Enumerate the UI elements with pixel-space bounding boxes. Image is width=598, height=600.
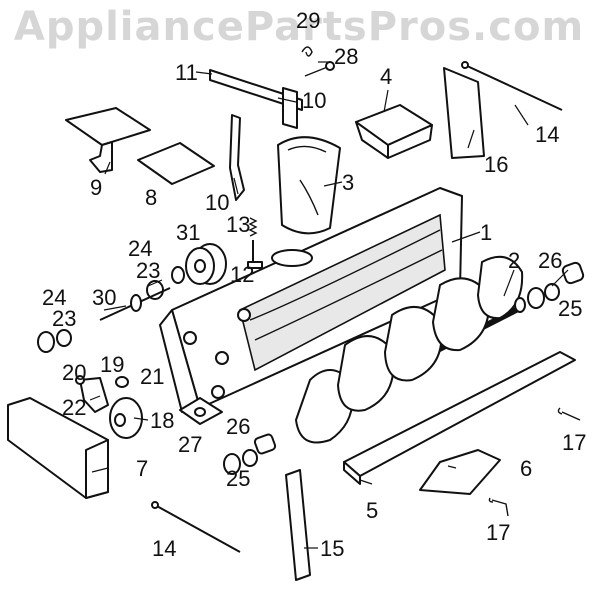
callout-20: 20: [62, 360, 86, 385]
callout-5: 5: [366, 498, 378, 523]
part-28-bolt: [304, 61, 335, 77]
callout-4: 4: [380, 64, 392, 89]
callout-19: 19: [100, 352, 124, 377]
part-24-washer-right: [171, 266, 185, 284]
callout-26-right: 26: [538, 248, 562, 273]
part-30-shaft: [99, 287, 171, 321]
callout-30: 30: [92, 285, 116, 310]
part-27-bearing-block: [179, 397, 223, 425]
part-26-flange-right: [561, 261, 585, 285]
part-7-belt-guard: [7, 397, 109, 499]
callout-14-top: 14: [535, 122, 559, 147]
part-25-bearing-right: [527, 283, 560, 309]
callout-2: 2: [508, 248, 520, 273]
part-3-discharge-chute: [277, 136, 341, 235]
part-5-scraper-bar: [343, 351, 576, 485]
callout-27: 27: [178, 432, 202, 457]
callout-29: 29: [296, 8, 320, 33]
part-4-cover: [355, 104, 433, 159]
part-23-bearing-left: [56, 329, 72, 347]
watermark: AppliancePartsPros.com: [13, 4, 585, 50]
callout-1: 1: [480, 220, 492, 245]
part-24-washer-left: [37, 331, 55, 353]
callout-6: 6: [520, 456, 532, 481]
part-22-bracket: [79, 377, 109, 413]
part-13-spring: [248, 217, 258, 237]
part-9-bracket: [65, 107, 151, 173]
part-17-pin-bottom: [488, 497, 509, 517]
part-21-nut: [115, 376, 129, 388]
callout-26-left: 26: [226, 414, 250, 439]
callout-24-left: 24: [42, 285, 66, 310]
callout-17-right: 17: [562, 430, 586, 455]
callout-14-bottom: 14: [152, 536, 176, 561]
callout-16: 16: [484, 152, 508, 177]
part-31-pulley: [185, 243, 227, 285]
callout-13: 13: [226, 212, 250, 237]
part-2-auger: [295, 255, 526, 444]
callout-9: 9: [90, 175, 102, 200]
part-14-rod-bottom: [151, 501, 241, 553]
part-11-brace-bar: [209, 69, 303, 129]
part-17-pin-right: [557, 407, 581, 421]
callout-22: 22: [62, 395, 86, 420]
callout-7: 7: [136, 456, 148, 481]
part-14-rod-top: [461, 61, 563, 111]
part-10-side-bar: [229, 114, 245, 201]
callout-10-left: 10: [205, 190, 229, 215]
leader-lines: [89, 61, 569, 549]
part-8-plate: [137, 142, 215, 185]
callout-10-top: 10: [302, 88, 326, 113]
part-16-side-panel: [443, 67, 485, 159]
callout-12: 12: [230, 262, 254, 287]
callout-31: 31: [176, 220, 200, 245]
part-18-pulley: [109, 397, 143, 439]
callout-28: 28: [334, 44, 358, 69]
callout-labels: 11 10 29 28 4 14 16 9 8 10 3 13 12 1 2 2…: [42, 8, 586, 561]
part-1-auger-housing: [159, 187, 463, 413]
callout-23-right: 23: [136, 258, 160, 283]
part-23-bearing-right: [146, 280, 164, 300]
callout-17-bottom: 17: [486, 520, 510, 545]
callout-11: 11: [175, 60, 198, 85]
part-25-bearing-left: [223, 449, 258, 475]
part-26-flange-left: [253, 433, 277, 455]
callout-25-right: 25: [558, 296, 582, 321]
callout-18: 18: [150, 408, 174, 433]
part-15-side-panel: [285, 469, 311, 581]
callout-8: 8: [145, 185, 157, 210]
callout-3: 3: [342, 170, 354, 195]
callout-15: 15: [320, 536, 344, 561]
part-20-bolt: [75, 375, 85, 385]
callout-23-left: 23: [52, 306, 76, 331]
callout-21: 21: [140, 364, 164, 389]
callout-25-left: 25: [226, 466, 250, 491]
part-29-pin: [301, 46, 313, 57]
callout-24-right: 24: [128, 236, 152, 261]
part-6-skid-shoe: [419, 449, 501, 495]
